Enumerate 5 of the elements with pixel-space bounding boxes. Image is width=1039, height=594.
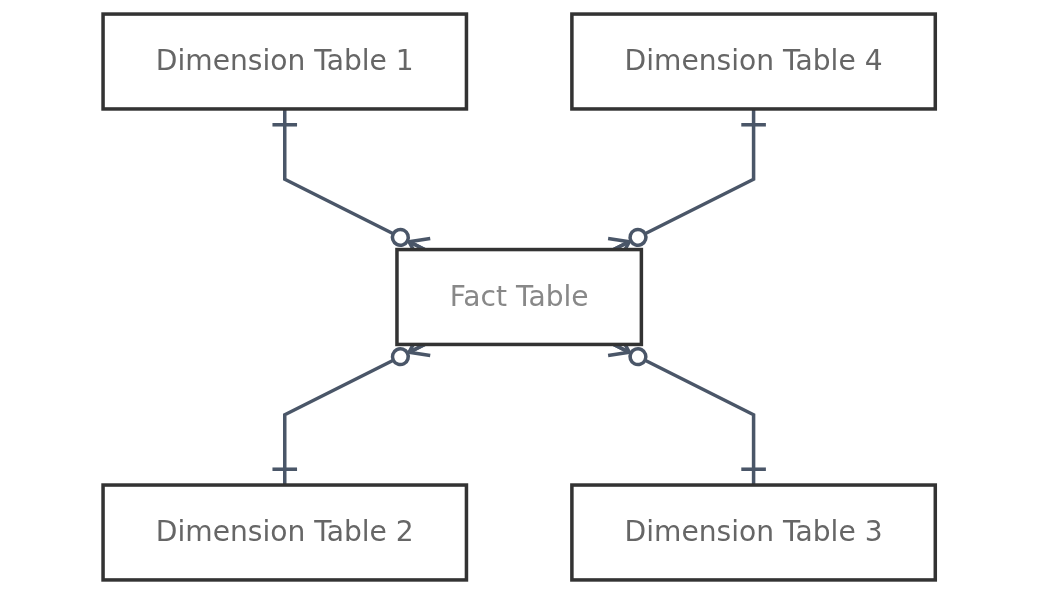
node-box: Dimension Table 3 [570, 483, 938, 582]
node-box: Dimension Table 4 [570, 12, 938, 111]
node-box: Fact Table [395, 247, 644, 347]
node-box: Dimension Table 2 [101, 483, 469, 582]
node-box: Dimension Table 1 [101, 12, 469, 111]
